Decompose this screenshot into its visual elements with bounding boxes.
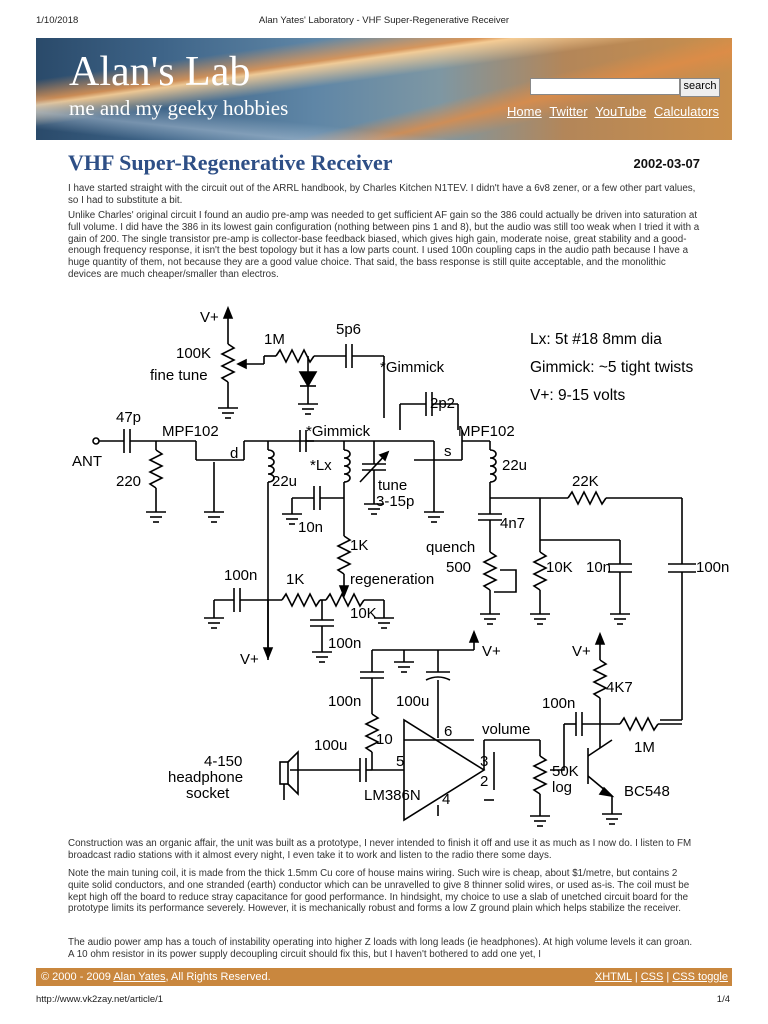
label-vplus-c: V+ [482,643,501,660]
note-vplus: V+: 9-15 volts [530,387,625,404]
label-r220: 220 [116,473,141,490]
label-drain: d [230,445,238,462]
label-lx: *Lx [310,457,332,474]
site-footer: © 2000 - 2009 Alan Yates, All Rights Res… [36,968,732,986]
label-r1k-a: 1K [350,537,368,554]
label-vplus-d: V+ [572,643,591,660]
xhtml-link[interactable]: XHTML [594,971,632,983]
label-hp2: headphone [168,769,243,786]
label-tune: tune [378,477,407,494]
label-q2: MPF102 [458,423,515,440]
receiver-schematic: V+ 1M 5p6 100K fine tune *Gimmick 2p2 47… [72,305,729,827]
search-button[interactable]: search [680,78,720,97]
label-c10n-b: 10n [586,559,611,576]
label-pot10k: 10K [350,605,377,622]
author-link[interactable]: Alan Yates [113,971,166,983]
search-input[interactable] [530,78,680,95]
label-log: log [552,779,572,796]
site-subtitle: me and my geeky hobbies [69,96,289,120]
note-lx: Lx: 5t #18 8mm dia [530,331,662,348]
label-source: s [444,443,452,460]
label-r10: 10 [376,731,393,748]
label-tune-range: 3-15p [376,493,414,510]
label-quench: quench [426,539,475,556]
label-l22u-a: 22u [272,473,297,490]
label-vplus: V+ [200,309,219,326]
paragraph-intro: I have started straight with the circuit… [68,183,696,206]
label-q3: BC548 [624,783,670,800]
label-r500: 500 [446,559,471,576]
paragraph-coil: Note the main tuning coil, it is made fr… [68,868,690,915]
label-pot100k: 100K [176,345,211,362]
css-toggle-link[interactable]: CSS toggle [672,971,728,983]
label-r1m: 1M [264,331,285,348]
label-pin4: 4 [442,791,450,808]
label-regeneration: regeneration [350,571,434,588]
label-vplus-b: V+ [240,651,259,668]
label-c4n7: 4n7 [500,515,525,532]
label-finetune: fine tune [150,367,208,384]
label-pin5: 5 [396,753,404,770]
article-title: VHF Super-Regenerative Receiver [68,150,393,175]
label-hp3: socket [186,785,230,802]
label-r1m-b: 1M [634,739,655,756]
print-page: 1/4 [716,994,730,1005]
label-c100u-a: 100u [396,693,429,710]
site-title[interactable]: Alan's Lab [69,49,251,95]
site-banner: Alan's Lab me and my geeky hobbies searc… [36,38,732,140]
paragraph-construction: Construction was an organic affair, the … [68,838,692,861]
label-pot50k: 50K [552,763,579,780]
nav-home-link[interactable]: Home [507,104,542,119]
label-gimmick-top: *Gimmick [380,359,445,376]
print-header: 1/10/2018 Alan Yates' Laboratory - VHF S… [0,15,768,29]
paragraph-instability: The audio power amp has a touch of insta… [68,937,693,960]
note-gimmick: Gimmick: ~5 tight twists [530,359,693,376]
label-l22u-b: 22u [502,457,527,474]
label-r4k7: 4K7 [606,679,633,696]
label-volume: volume [482,721,530,738]
label-c100n-c: 100n [328,635,361,652]
label-c100n-e: 100n [542,695,575,712]
label-c5p6: 5p6 [336,321,361,338]
label-c100n-d: 100n [328,693,361,710]
nav-youtube-link[interactable]: YouTube [595,104,647,119]
label-c2p2: 2p2 [430,395,455,412]
label-ant: ANT [72,453,102,470]
nav-calculators-link[interactable]: Calculators [653,104,719,119]
label-hp1: 4-150 [204,753,242,770]
label-c100n-a: 100n [696,559,729,576]
label-r1k-b: 1K [286,571,304,588]
nav-twitter-link[interactable]: Twitter [549,104,588,119]
print-date: 1/10/2018 [36,15,79,26]
main-nav: Home Twitter YouTube Calculators [503,104,719,119]
label-pin2: 2 [480,773,488,790]
paragraph-preamp: Unlike Charles' original circuit I found… [68,210,700,280]
label-pin3: 3 [480,753,488,770]
label-ic: LM386N [364,787,421,804]
print-footer: http://www.vk2zay.net/article/1 1/4 [0,994,768,1008]
label-c100n-b: 100n [224,567,257,584]
css-link[interactable]: CSS [640,971,664,983]
label-q1: MPF102 [162,423,219,440]
footer-links: XHTML | CSS | CSS toggle [594,971,728,983]
label-gimmick-mid: *Gimmick [306,423,371,440]
label-r10k: 10K [546,559,573,576]
print-title: Alan Yates' Laboratory - VHF Super-Regen… [258,15,510,26]
article-date: 2002-03-07 [633,156,701,171]
label-pin6: 6 [444,723,452,740]
label-r22k: 22K [572,473,599,490]
label-c10n-a: 10n [298,519,323,536]
label-c100u-b: 100u [314,737,347,754]
label-c47p: 47p [116,409,141,426]
copyright: © 2000 - 2009 Alan Yates, All Rights Res… [41,971,271,983]
print-url: http://www.vk2zay.net/article/1 [36,994,164,1005]
